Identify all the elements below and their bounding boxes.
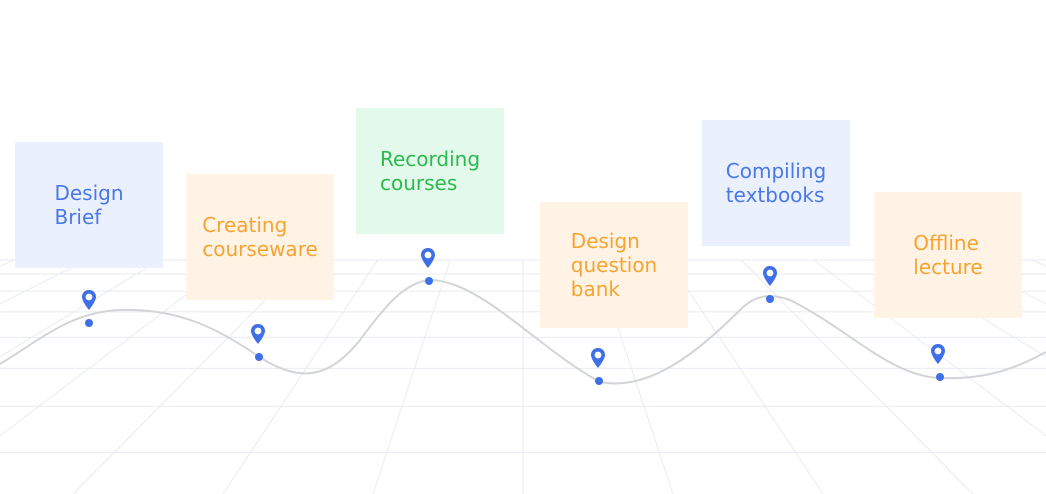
grid-line	[0, 259, 233, 437]
card-compiling-textbooks: Compiling textbooks	[702, 120, 850, 246]
timeline-dot	[85, 319, 93, 327]
timeline-dot	[936, 373, 944, 381]
grid-line	[740, 259, 974, 494]
card-label: Compiling textbooks	[725, 159, 827, 207]
card-label: Design question bank	[570, 229, 658, 301]
card-label: Creating courseware	[202, 213, 318, 261]
grid-line	[1031, 259, 1046, 267]
grid-line	[0, 259, 160, 358]
map-pin-icon	[931, 344, 945, 364]
grid-line	[372, 259, 451, 494]
card-label: Design Brief	[54, 181, 124, 229]
timeline-dot	[766, 295, 774, 303]
map-pin-icon	[763, 266, 777, 286]
card-label: Offline lecture	[913, 231, 983, 279]
timeline-dot	[595, 377, 603, 385]
grid-line	[667, 259, 824, 494]
card-creating-courseware: Creating courseware	[186, 174, 334, 300]
timeline-dot	[255, 353, 263, 361]
card-label: Recording courses	[379, 147, 481, 195]
grid-line	[958, 259, 1046, 305]
timeline-dot	[425, 277, 433, 285]
map-pin-icon	[591, 348, 605, 368]
card-design-brief: Design Brief	[15, 142, 163, 268]
grid-line	[0, 259, 88, 305]
card-recording-courses: Recording courses	[356, 108, 504, 234]
grid-line	[0, 259, 15, 267]
timeline-curve	[0, 278, 1046, 385]
map-pin-icon	[251, 324, 265, 344]
card-design-question-bank: Design question bank	[540, 202, 688, 328]
map-pin-icon	[82, 290, 96, 310]
map-pin-icon	[421, 248, 435, 268]
card-offline-lecture: Offline lecture	[874, 192, 1022, 318]
grid-line	[222, 259, 379, 494]
